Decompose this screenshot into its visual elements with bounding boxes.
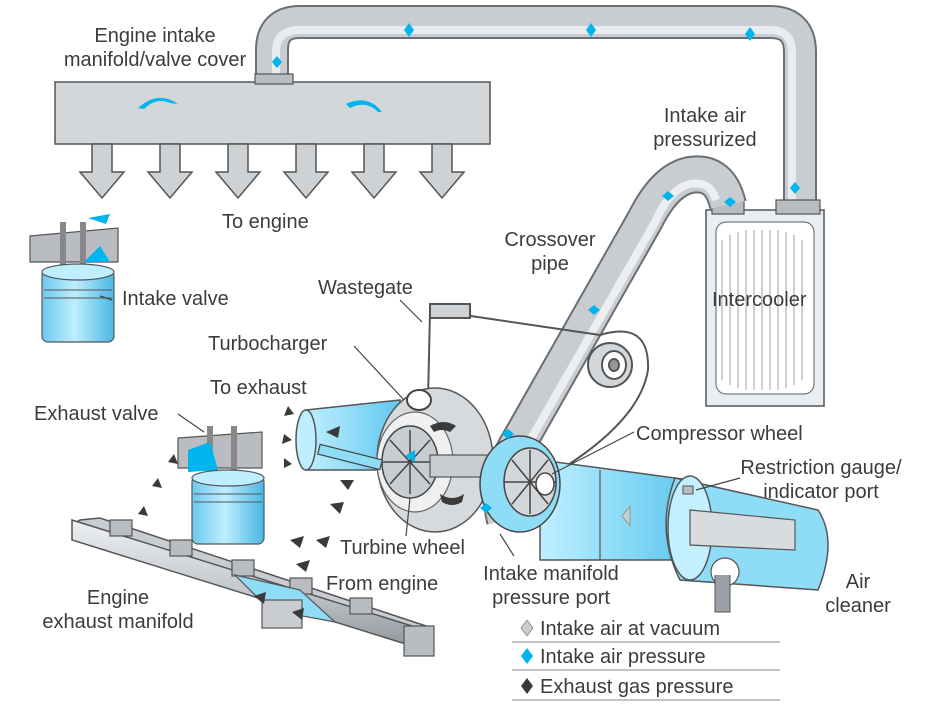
label-crossover-pipe: Crossover pipe <box>490 228 610 276</box>
intake-pressure-markers <box>88 23 800 513</box>
label-intake-valve: Intake valve <box>122 288 229 310</box>
label-turbine-wheel: Turbine wheel <box>340 537 465 559</box>
label-from-engine: From engine <box>326 573 439 595</box>
label-pressure-port-line1: Intake manifold <box>483 563 619 585</box>
air-cleaner-unit <box>665 475 829 613</box>
legend-exhaust-pressure: Exhaust gas pressure <box>540 676 734 698</box>
turbocharger-housing <box>317 387 494 533</box>
label-compressor-wheel: Compressor wheel <box>636 423 803 445</box>
legend-lines <box>512 641 780 701</box>
intercooler-unit <box>705 199 825 407</box>
label-to-exhaust: To exhaust <box>210 377 307 399</box>
leader-lines <box>99 295 741 557</box>
label-air-cleaner: Air cleaner <box>808 570 908 618</box>
label-intake-air-line1: Intake air <box>663 105 747 127</box>
intake-valve-cutaway <box>29 222 119 343</box>
label-exhaust-valve: Exhaust valve <box>34 403 159 425</box>
label-crossover-line1: Crossover <box>504 229 596 251</box>
label-intake-manifold: Engine intake manifold/valve cover <box>40 24 270 72</box>
label-intake-manifold-line1: Engine intake <box>94 25 216 47</box>
label-restriction-line1: Restriction gauge/ <box>740 457 902 479</box>
label-to-engine: To engine <box>222 211 309 233</box>
label-air-cleaner-line1: Air <box>845 571 871 593</box>
legend-intake-pressure: Intake air pressure <box>540 646 706 668</box>
label-wastegate: Wastegate <box>318 277 413 299</box>
legend-icons <box>520 619 534 694</box>
label-restriction-gauge: Restriction gauge/ indicator port <box>730 456 912 504</box>
to-engine-arrows <box>78 143 466 200</box>
exhaust-gas-markers <box>138 406 464 620</box>
intake-pipe <box>255 5 817 210</box>
exhaust-legend-icon <box>521 678 533 694</box>
label-exhaust-manifold-line2: exhaust manifold <box>42 611 194 633</box>
exhaust-valve-cutaway <box>177 426 265 545</box>
label-turbocharger: Turbocharger <box>208 333 328 355</box>
exhaust-manifold <box>71 517 435 657</box>
label-intake-air-line2: pressurized <box>653 129 757 151</box>
legend-intake-vacuum: Intake air at vacuum <box>540 618 721 640</box>
label-intercooler: Intercooler <box>712 289 807 311</box>
label-air-cleaner-line2: cleaner <box>825 595 891 617</box>
compressor-wheel <box>479 435 561 533</box>
label-pressure-port-line2: pressure port <box>492 587 610 609</box>
label-crossover-line2: pipe <box>531 253 569 275</box>
label-intake-manifold-pressure-port: Intake manifold pressure port <box>466 562 636 610</box>
intake-vacuum-marker <box>621 504 631 528</box>
label-intake-air-pressurized: Intake air pressurized <box>630 104 780 152</box>
label-exhaust-manifold-line1: Engine <box>86 587 150 609</box>
label-restriction-line2: indicator port <box>763 481 879 503</box>
air-intake-tube <box>539 459 691 561</box>
vacuum-legend-icon <box>520 619 534 637</box>
label-engine-exhaust-manifold: Engine exhaust manifold <box>18 586 218 634</box>
wastegate-actuator <box>427 303 650 471</box>
intake-pressure-legend-icon <box>521 648 533 664</box>
label-intake-manifold-line2: manifold/valve cover <box>63 49 247 71</box>
intake-manifold <box>54 73 491 145</box>
